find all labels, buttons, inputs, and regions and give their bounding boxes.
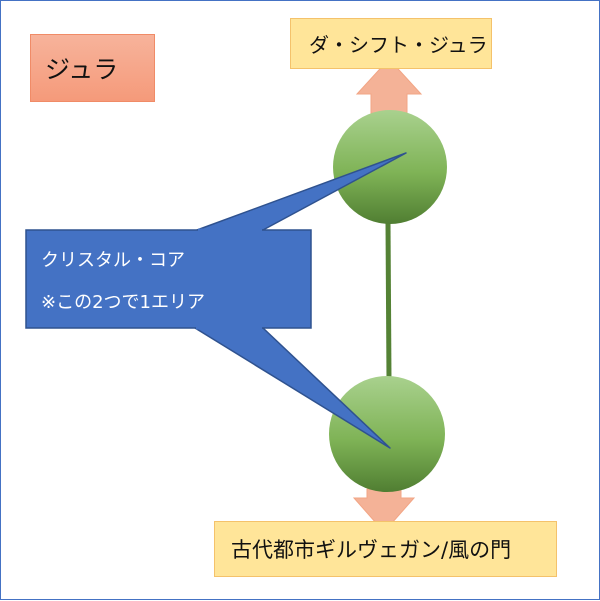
crystal-node-top <box>333 110 447 224</box>
down-arrow-icon <box>352 488 416 533</box>
node-connector-line <box>385 222 392 380</box>
destination-bottom-label: 古代都市ギルヴェガン/風の門 <box>231 538 512 562</box>
area-title-box: ジュラ <box>30 34 155 102</box>
callout-shape <box>25 152 407 449</box>
area-title: ジュラ <box>45 55 119 84</box>
callout-line-1: クリスタル・コア <box>41 250 185 271</box>
destination-top-label: ダ・シフト・ジュラ <box>309 33 488 57</box>
crystal-node-bottom <box>329 376 445 492</box>
destination-top-box: ダ・シフト・ジュラ <box>290 18 492 69</box>
callout-text: クリスタル・コア ※この2つで1エリア <box>27 233 309 325</box>
destination-bottom-box: 古代都市ギルヴェガン/風の門 <box>214 521 557 577</box>
callout-line-2: ※この2つで1エリア <box>41 292 205 313</box>
